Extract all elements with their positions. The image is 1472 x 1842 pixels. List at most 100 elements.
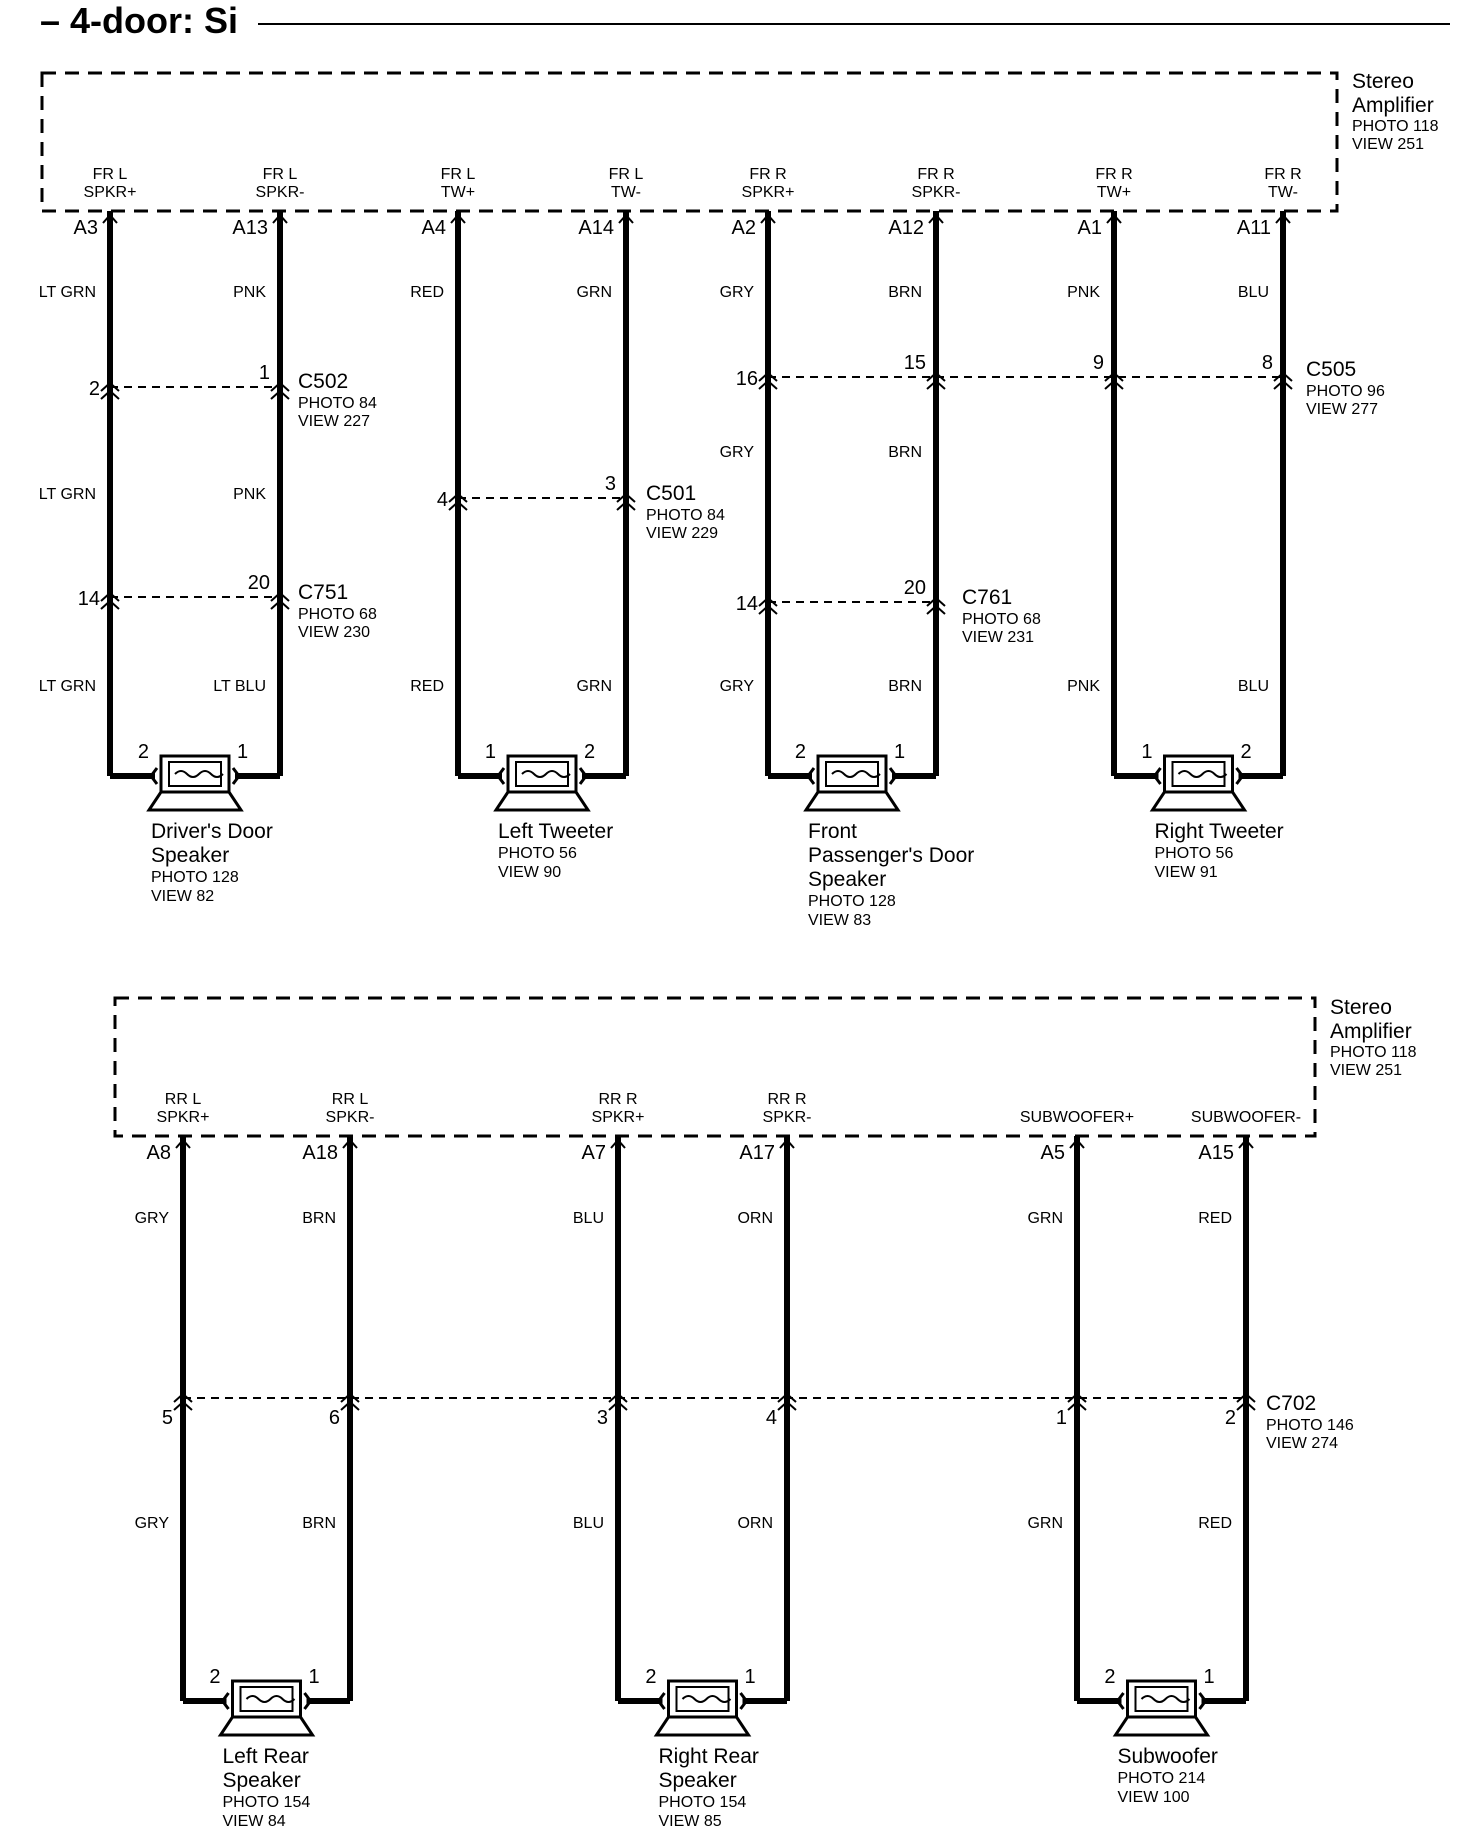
speaker-icon xyxy=(653,1679,752,1737)
wire-color-label: RED xyxy=(410,678,444,695)
speaker-name: Speaker xyxy=(151,844,229,867)
connector-chevron xyxy=(758,379,778,390)
speaker-pin: 1 xyxy=(1141,741,1152,763)
terminal-label: SPKR+ xyxy=(84,184,137,201)
connector-ref: PHOTO 96 xyxy=(1306,383,1385,400)
page-title: – 4-door: Si xyxy=(40,0,238,41)
speaker-pin: 1 xyxy=(309,1666,320,1688)
connector-chevron xyxy=(340,1392,360,1403)
connector-pin: 5 xyxy=(162,1407,173,1429)
speaker-pin: 1 xyxy=(745,1666,756,1688)
wire-color-label: PNK xyxy=(1067,678,1100,695)
connector-pin: 14 xyxy=(736,593,758,615)
connector-ref: VIEW 277 xyxy=(1306,401,1378,418)
connector-chevron xyxy=(616,492,636,503)
connector-pin: 16 xyxy=(736,368,758,390)
speaker-name: Left Rear xyxy=(223,1745,309,1768)
speaker-ref: PHOTO 56 xyxy=(498,845,577,862)
amplifier-name: Amplifier xyxy=(1330,1020,1412,1043)
connector-chevron xyxy=(1236,1400,1256,1411)
speaker-name: Speaker xyxy=(223,1769,301,1792)
connector-chevron xyxy=(758,604,778,615)
connector-chevron xyxy=(270,599,290,610)
terminal-pin: A15 xyxy=(1198,1142,1234,1164)
wire-color-label: BLU xyxy=(573,1210,604,1227)
speaker-name: Passenger's Door xyxy=(808,844,974,867)
connector-ref: PHOTO 84 xyxy=(298,395,377,412)
wire-color-label: PNK xyxy=(1067,284,1100,301)
connector-pin: 3 xyxy=(597,1407,608,1429)
terminal-pin: A7 xyxy=(582,1142,606,1164)
speaker-ref: PHOTO 128 xyxy=(151,869,239,886)
terminal-label: SPKR- xyxy=(326,1109,375,1126)
speaker-icon xyxy=(146,754,244,812)
wire-color-label: ORN xyxy=(737,1515,773,1532)
connector-pin: 2 xyxy=(1225,1407,1236,1429)
speaker-ref: VIEW 84 xyxy=(223,1813,286,1830)
speaker-ref: PHOTO 214 xyxy=(1118,1770,1206,1787)
terminal-label: TW- xyxy=(611,184,641,201)
terminal-pin: A1 xyxy=(1078,217,1102,239)
connector-name: C761 xyxy=(962,586,1012,609)
amplifier-name: Amplifier xyxy=(1352,94,1434,117)
terminal-label: SPKR- xyxy=(763,1109,812,1126)
connector-chevron xyxy=(926,596,946,607)
wire-color-label: ORN xyxy=(737,1210,773,1227)
speaker-name: Left Tweeter xyxy=(498,820,613,843)
connector-pin: 1 xyxy=(1056,1407,1067,1429)
connector-pin: 15 xyxy=(904,352,926,374)
speaker-ref: VIEW 83 xyxy=(808,912,871,929)
speaker-pin: 1 xyxy=(894,741,905,763)
speaker-ref: PHOTO 154 xyxy=(223,1794,311,1811)
terminal-label: SPKR- xyxy=(256,184,305,201)
terminal-label: RR R xyxy=(767,1091,806,1108)
connector-ref: PHOTO 146 xyxy=(1266,1417,1354,1434)
speaker-pin: 2 xyxy=(645,1666,656,1688)
connector-pin: 4 xyxy=(437,489,448,511)
wire-color-label: BRN xyxy=(888,284,922,301)
speaker-icon xyxy=(1112,1679,1211,1737)
terminal-label: SPKR- xyxy=(912,184,961,201)
speaker-name: Subwoofer xyxy=(1118,1745,1218,1768)
connector-ref: PHOTO 68 xyxy=(962,611,1041,628)
connector-name: C505 xyxy=(1306,358,1356,381)
connector-chevron xyxy=(448,500,468,511)
speaker-name: Right Rear xyxy=(659,1745,759,1768)
connector-name: C502 xyxy=(298,370,348,393)
wire-color-label: BRN xyxy=(888,444,922,461)
terminal-label: FR R xyxy=(1095,166,1132,183)
terminal-pin: A5 xyxy=(1041,1142,1065,1164)
wire-color-label: GRY xyxy=(135,1210,170,1227)
speaker-pin: 1 xyxy=(1204,1666,1215,1688)
terminal-label: FR R xyxy=(1264,166,1301,183)
wire-color-label: GRN xyxy=(576,284,612,301)
speaker-ref: VIEW 82 xyxy=(151,888,214,905)
amplifier-ref: PHOTO 118 xyxy=(1330,1044,1417,1061)
wire-color-label: GRY xyxy=(720,678,755,695)
speaker-pin: 2 xyxy=(138,741,149,763)
amplifier-name: Stereo xyxy=(1330,996,1392,1019)
speaker-ref: PHOTO 154 xyxy=(659,1794,747,1811)
connector-chevron xyxy=(758,596,778,607)
connector-pin: 3 xyxy=(605,473,616,495)
terminal-label: RR R xyxy=(598,1091,637,1108)
amplifier-ref: PHOTO 118 xyxy=(1352,118,1439,135)
terminal-pin: A13 xyxy=(232,217,268,239)
speaker-pin: 2 xyxy=(209,1666,220,1688)
wire-color-label: GRN xyxy=(576,678,612,695)
connector-chevron xyxy=(173,1400,193,1411)
connector-ref: VIEW 231 xyxy=(962,629,1034,646)
connector-name: C751 xyxy=(298,581,348,604)
terminal-pin: A17 xyxy=(739,1142,775,1164)
connector-ref: VIEW 229 xyxy=(646,525,718,542)
speaker-icon xyxy=(1149,754,1248,812)
connector-pin: 2 xyxy=(89,378,100,400)
speaker-icon xyxy=(217,1679,316,1737)
speaker-pin: 2 xyxy=(1104,1666,1115,1688)
amplifier-ref: VIEW 251 xyxy=(1352,136,1424,153)
connector-chevron xyxy=(340,1400,360,1411)
speaker-name: Speaker xyxy=(808,868,886,891)
connector-chevron xyxy=(100,389,120,400)
terminal-label: SPKR+ xyxy=(592,1109,645,1126)
